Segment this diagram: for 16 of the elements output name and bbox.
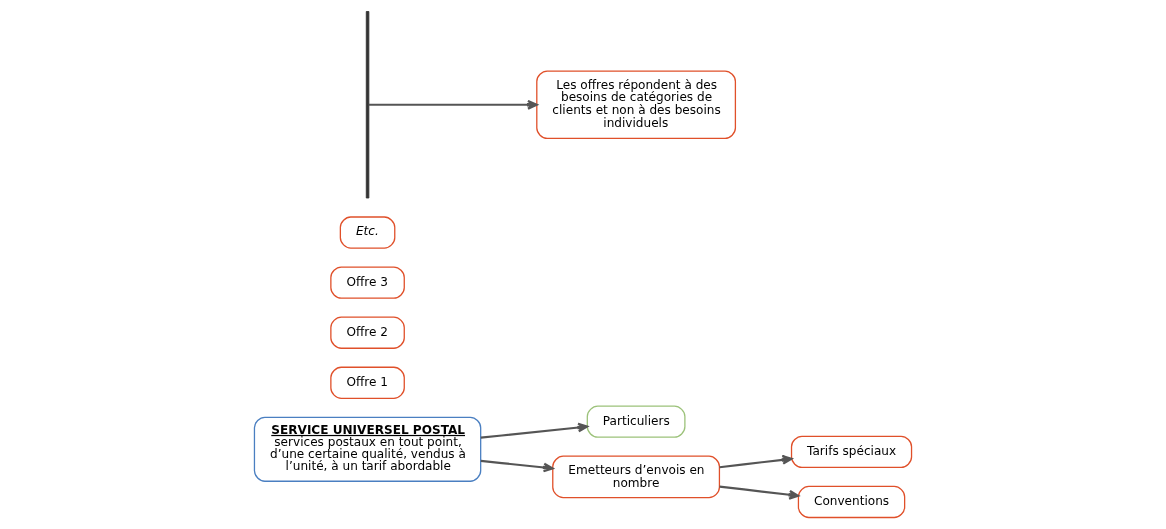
arrow [368, 99, 538, 110]
node-bar [365, 11, 370, 199]
node-box: Emetteurs d’envois en nombre [552, 455, 721, 499]
node-box: Les offres répondent à des besoins de catégories de clients et non à des besoins individuels [536, 70, 737, 140]
node-box: SERVICE UNIVERSEL POSTAL services postaux en tout point, d’une certaine qualité, vendus à l’unité, à un tarif abordable [253, 416, 482, 482]
arrow [719, 454, 793, 469]
arrow [719, 485, 800, 500]
arrow [480, 422, 589, 439]
node-box: Offre 2 [330, 316, 405, 349]
node-box: Tarifs spéciaux [790, 435, 913, 469]
node-box: Particuliers [586, 405, 686, 438]
node-box: Offre 1 [330, 366, 405, 399]
node-box: Conventions [797, 485, 906, 519]
node-box: Offre 3 [330, 266, 405, 299]
node-box: Etc. [339, 216, 396, 249]
arrow [480, 459, 554, 473]
